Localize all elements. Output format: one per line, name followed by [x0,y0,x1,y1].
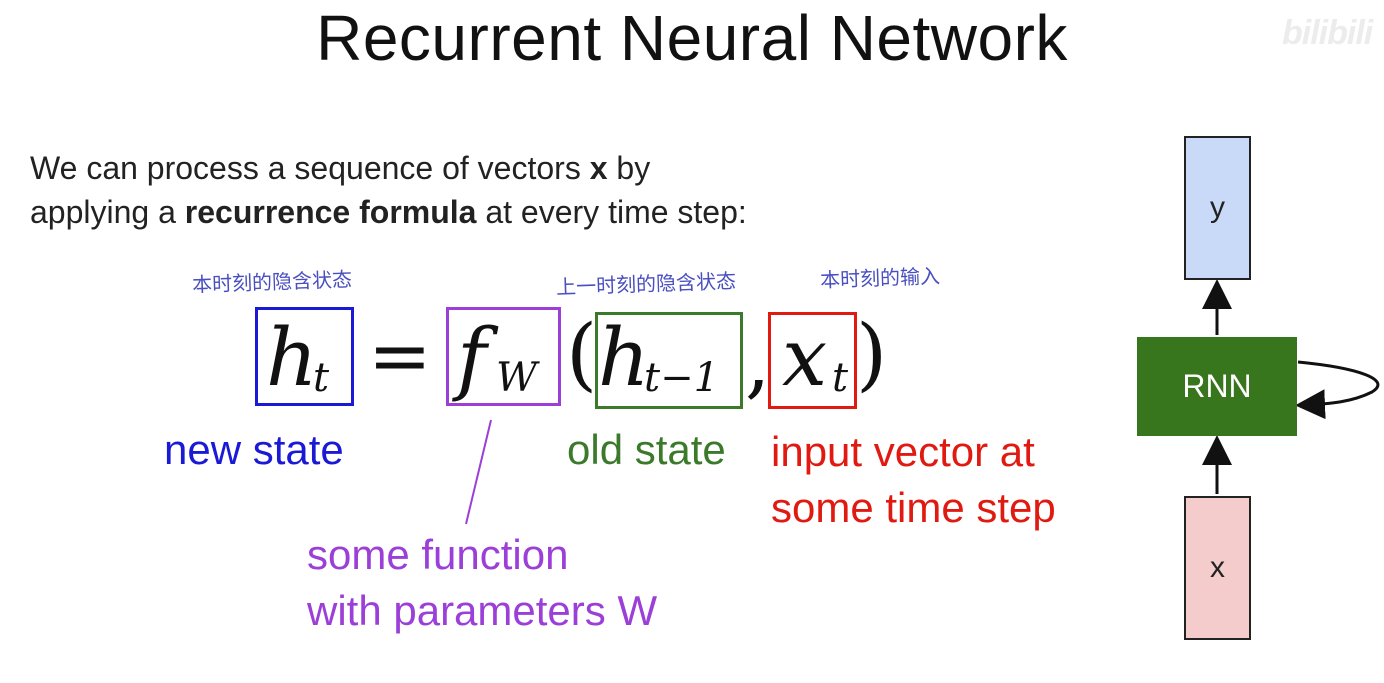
new-state-label: new state [164,426,344,473]
eq-x: x [782,311,828,404]
input-box [768,312,857,409]
intro-line-2: applying a recurrence formula at every t… [30,190,747,234]
eq-equals: = [368,311,432,400]
output-y-node: y [1184,136,1251,280]
intro-line-1: We can process a sequence of vectors x b… [30,146,747,190]
eq-x-sub: t [832,355,849,401]
bilibili-watermark: bilibili [1282,14,1373,52]
intro-line-2-bold: recurrence formula [184,194,477,230]
intro-line-1-pre: We can process a sequence of vectors [30,150,590,186]
intro-line-1-bold: x [589,150,608,186]
eq-open-paren: ( [566,307,598,400]
input-vector-label-line-2: some time step [771,484,1056,531]
rnn-node: RNN [1137,337,1297,436]
function-label-line-1: some function [307,531,569,578]
eq-h: h [266,311,318,404]
old-state-label: old state [567,426,726,473]
eq-h-prev-sub: t−1 [644,355,720,401]
eq-h-prev: h [598,311,650,404]
function-label: some function with parameters W [307,527,657,639]
page-title: Recurrent Neural Network [316,2,1068,74]
eq-h-sub: t [313,355,330,401]
eq-f-sub: W [496,355,538,401]
eq-close-paren: ) [856,307,888,400]
input-vector-label-line-1: input vector at [771,428,1035,475]
eq-comma: , [745,315,771,408]
input-x-node: x [1184,496,1251,640]
intro-line-2-pre: applying a [30,194,185,230]
function-label-line-2: with parameters W [307,587,658,634]
eq-f: f [457,311,487,404]
new-state-box [255,307,354,406]
intro-line-1-post: by [607,150,651,186]
intro-line-2-post: at every time step: [476,194,747,230]
function-pointer-line [465,419,492,525]
intro-text: We can process a sequence of vectors x b… [30,146,747,234]
old-state-box [595,312,743,409]
function-box [446,307,561,406]
input-vector-label: input vector at some time step [771,424,1056,536]
recurrent-loop-arrow [1295,360,1380,420]
